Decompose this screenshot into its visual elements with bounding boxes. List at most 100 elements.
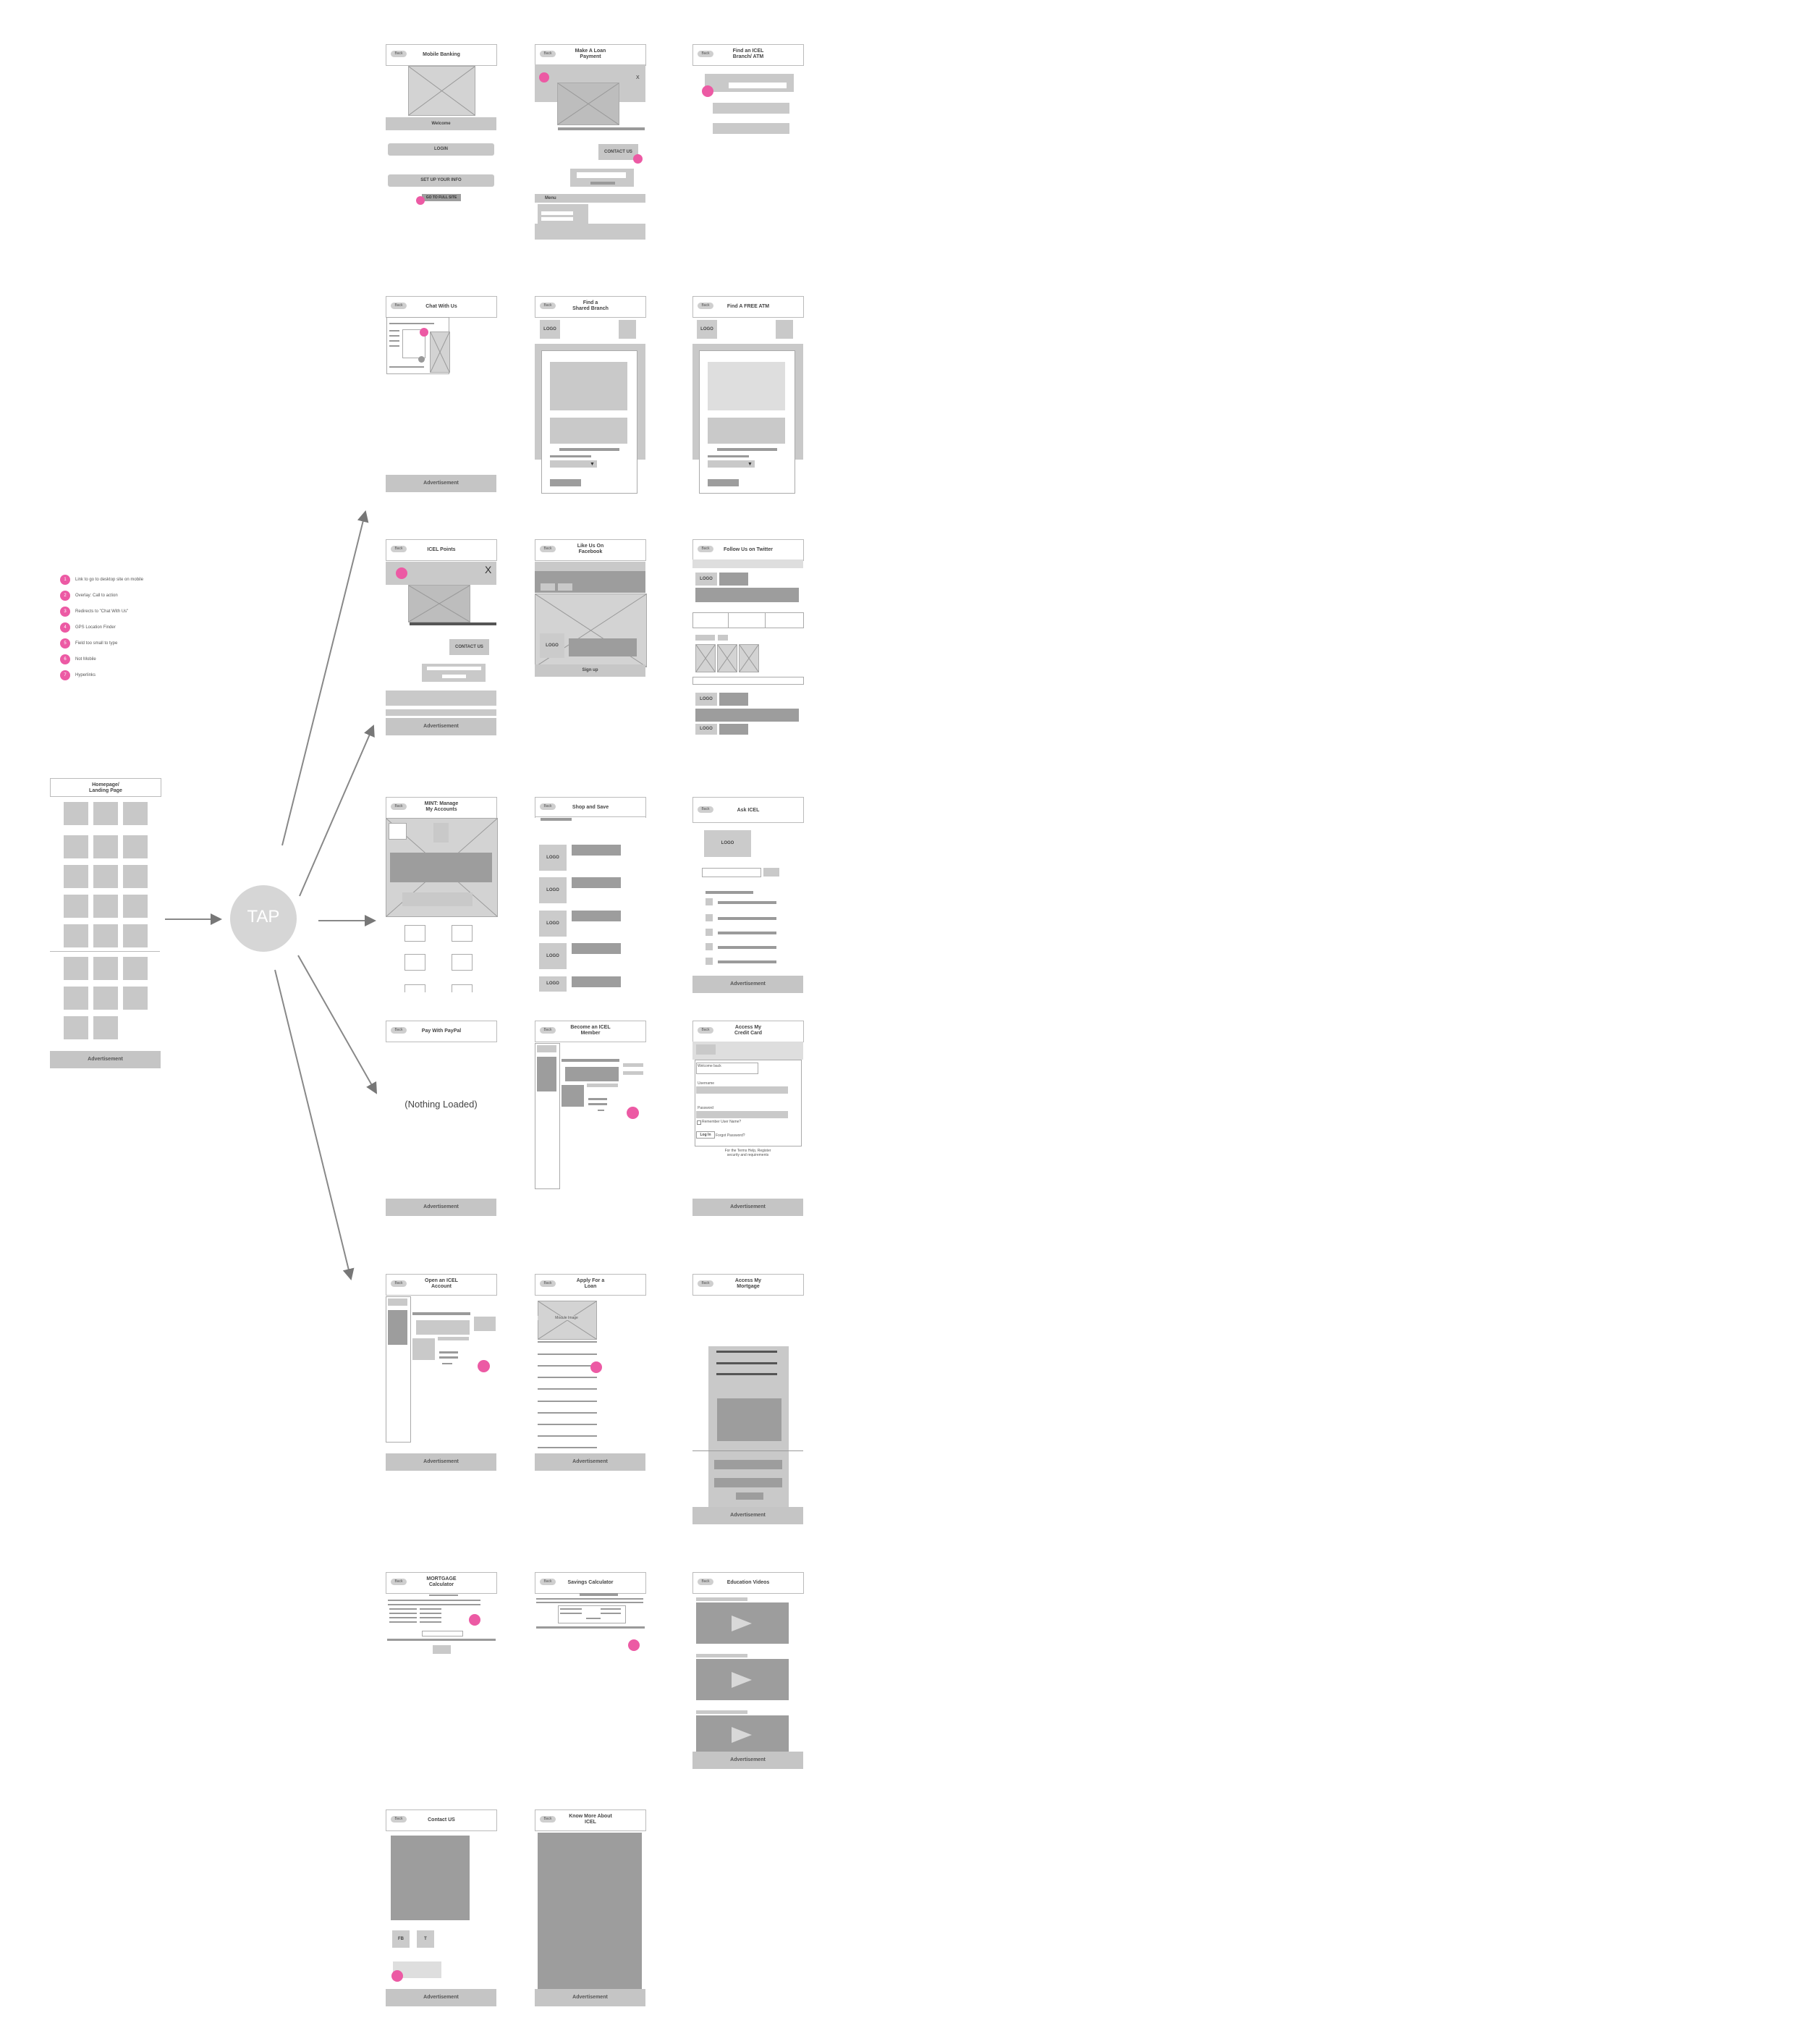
mortgage-button[interactable] bbox=[714, 1460, 782, 1469]
tab-label[interactable] bbox=[695, 635, 715, 641]
home-tile[interactable] bbox=[123, 957, 148, 980]
account-link[interactable] bbox=[474, 1317, 496, 1331]
offer-bar[interactable] bbox=[572, 845, 621, 856]
home-tile[interactable] bbox=[93, 1016, 118, 1039]
form-row[interactable] bbox=[389, 1613, 417, 1614]
result-bar[interactable] bbox=[713, 103, 789, 114]
menu-icon[interactable] bbox=[619, 320, 636, 339]
offer-bar[interactable] bbox=[572, 877, 621, 888]
dropdown-select[interactable] bbox=[550, 460, 597, 468]
form-row[interactable] bbox=[420, 1617, 441, 1618]
form-row[interactable] bbox=[420, 1608, 441, 1610]
form-line[interactable] bbox=[538, 1388, 597, 1390]
media-thumb[interactable] bbox=[739, 644, 759, 672]
contact-us-button[interactable]: CONTACT US bbox=[449, 639, 489, 655]
back-button[interactable]: Back bbox=[540, 1579, 556, 1585]
form-row[interactable] bbox=[389, 1608, 417, 1610]
form-line[interactable] bbox=[538, 1401, 597, 1402]
chat-send-icon[interactable] bbox=[418, 356, 425, 363]
input-field[interactable] bbox=[577, 172, 626, 178]
sidebar-tab[interactable] bbox=[537, 1045, 556, 1052]
calculate-button[interactable] bbox=[422, 1631, 463, 1637]
form-line[interactable] bbox=[538, 1424, 597, 1425]
back-button[interactable]: Back bbox=[391, 1816, 407, 1823]
input-field[interactable] bbox=[427, 667, 481, 670]
form-row[interactable] bbox=[560, 1613, 582, 1614]
advertisement[interactable]: Advertisement bbox=[692, 976, 803, 993]
back-button[interactable]: Back bbox=[698, 546, 713, 552]
chat-form[interactable] bbox=[402, 329, 425, 358]
username-field[interactable] bbox=[696, 1086, 788, 1094]
sign-up-button[interactable]: Sign up bbox=[535, 664, 645, 677]
form-line[interactable] bbox=[538, 1412, 597, 1414]
contact-field[interactable] bbox=[393, 1961, 441, 1978]
advertisement[interactable]: Advertisement bbox=[535, 1989, 645, 2006]
form-row[interactable] bbox=[560, 1608, 582, 1610]
back-button[interactable]: Back bbox=[698, 1280, 713, 1287]
password-field[interactable] bbox=[696, 1111, 788, 1118]
faq-link[interactable] bbox=[718, 917, 776, 920]
advertisement[interactable]: Advertisement bbox=[692, 1752, 803, 1769]
back-button[interactable]: Back bbox=[540, 1280, 556, 1287]
feature-box[interactable] bbox=[404, 925, 425, 942]
back-button[interactable]: Back bbox=[698, 1579, 713, 1585]
faq-link[interactable] bbox=[718, 932, 776, 934]
menu-item[interactable] bbox=[541, 211, 573, 215]
form-row[interactable] bbox=[601, 1608, 621, 1610]
close-icon[interactable]: X bbox=[636, 75, 640, 80]
feature-box[interactable] bbox=[404, 954, 425, 971]
setup-info-button[interactable]: SET UP YOUR INFO bbox=[388, 174, 494, 187]
menu-bar[interactable]: Menu bbox=[535, 194, 645, 203]
home-tile[interactable] bbox=[64, 1016, 88, 1039]
back-button[interactable]: Back bbox=[540, 803, 556, 810]
advertisement[interactable]: Advertisement bbox=[386, 718, 496, 735]
video-player[interactable] bbox=[696, 1602, 789, 1644]
search-input[interactable] bbox=[702, 868, 761, 877]
offer-bar[interactable] bbox=[572, 976, 621, 987]
close-icon[interactable]: X bbox=[485, 564, 492, 575]
result-bar[interactable] bbox=[713, 123, 789, 134]
play-icon[interactable] bbox=[732, 1616, 752, 1631]
faq-link[interactable] bbox=[718, 960, 776, 963]
play-icon[interactable] bbox=[732, 1727, 752, 1743]
mint-menu[interactable] bbox=[389, 823, 407, 840]
back-button[interactable]: Back bbox=[698, 1027, 713, 1034]
mortgage-button[interactable] bbox=[714, 1478, 782, 1487]
login-button[interactable]: Log In bbox=[696, 1131, 715, 1139]
back-button[interactable]: Back bbox=[391, 1280, 407, 1287]
back-button[interactable]: Back bbox=[540, 51, 556, 57]
play-icon[interactable] bbox=[732, 1672, 752, 1688]
back-button[interactable]: Back bbox=[391, 303, 407, 309]
back-button[interactable]: Back bbox=[540, 1027, 556, 1034]
home-tile[interactable] bbox=[93, 895, 118, 918]
home-tile[interactable] bbox=[64, 957, 88, 980]
feature-box[interactable] bbox=[452, 925, 473, 942]
back-button[interactable]: Back bbox=[391, 51, 407, 57]
home-tile[interactable] bbox=[64, 895, 88, 918]
offer-bar[interactable] bbox=[572, 943, 621, 954]
home-tile[interactable] bbox=[64, 987, 88, 1010]
form-line[interactable] bbox=[538, 1435, 597, 1437]
search-input[interactable] bbox=[729, 83, 787, 88]
home-tile[interactable] bbox=[93, 802, 118, 825]
facebook-tab[interactable] bbox=[558, 583, 572, 591]
dropdown-select[interactable] bbox=[708, 460, 755, 468]
remember-checkbox[interactable] bbox=[697, 1120, 701, 1125]
form-row[interactable] bbox=[601, 1613, 621, 1614]
search-button[interactable] bbox=[763, 868, 779, 877]
form-line[interactable] bbox=[538, 1377, 597, 1378]
input-field[interactable] bbox=[442, 675, 466, 678]
back-button[interactable]: Back bbox=[540, 1816, 556, 1823]
home-tile[interactable] bbox=[123, 865, 148, 888]
mint-cta[interactable] bbox=[402, 892, 473, 906]
full-site-link[interactable]: GO TO FULL SITE bbox=[422, 194, 461, 201]
tab-label[interactable] bbox=[718, 635, 728, 641]
back-button[interactable]: Back bbox=[540, 303, 556, 309]
form-row[interactable] bbox=[389, 1621, 417, 1623]
home-tile[interactable] bbox=[123, 802, 148, 825]
mortgage-button[interactable] bbox=[736, 1492, 763, 1500]
form-line[interactable] bbox=[538, 1365, 597, 1367]
homepage-ad[interactable]: Advertisement bbox=[50, 1051, 161, 1068]
submit-button[interactable] bbox=[708, 479, 739, 486]
form-row[interactable] bbox=[586, 1618, 601, 1619]
